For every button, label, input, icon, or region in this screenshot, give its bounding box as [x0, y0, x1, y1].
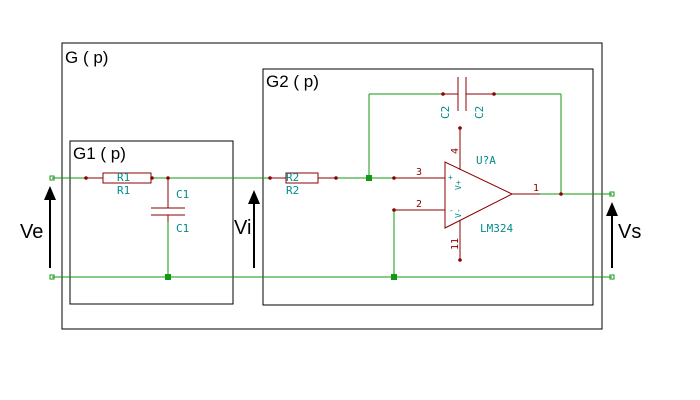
- terminal-out-bottom: [609, 274, 615, 280]
- r1-ref-label: R1: [117, 171, 130, 184]
- terminal-in-top: [49, 175, 55, 181]
- r1-value-label: R1: [117, 184, 130, 197]
- pin-4-label: 4: [450, 148, 461, 154]
- signal-vs-label: Vs: [618, 221, 641, 243]
- r2-value-label: R2: [286, 184, 299, 197]
- junction-ground-c1: [165, 274, 171, 280]
- wires: [52, 93, 612, 278]
- capacitor-c2: [441, 77, 496, 111]
- block-g-outer-label: G ( p): [65, 48, 108, 67]
- c1-value-label: C1: [176, 222, 189, 235]
- block-g-outer: [61, 42, 603, 330]
- capacitor-c1: [151, 176, 185, 222]
- resistor-r1: [84, 172, 154, 184]
- opamp-ref-label: U?A: [476, 154, 496, 167]
- block-g2-label: G2 ( p): [266, 72, 319, 91]
- block-g1: [69, 140, 234, 305]
- pin-2-label: 2: [416, 199, 422, 210]
- block-g1-label: G1 ( p): [73, 144, 126, 163]
- arrow-ve-icon: [44, 186, 56, 268]
- resistor-r2: [268, 172, 338, 184]
- arrow-vs-icon: [606, 202, 618, 268]
- plus-sign: +: [448, 173, 453, 182]
- c2-ref-label: C2: [439, 106, 452, 119]
- pin-1-label: 1: [533, 183, 539, 194]
- r2-ref-label: R2: [286, 171, 299, 184]
- terminal-in-bottom: [49, 274, 55, 280]
- opamp-u7a: [392, 126, 563, 262]
- terminal-out-top: [609, 191, 615, 197]
- junction-ground-inv: [391, 274, 397, 280]
- junction-vi-node: [366, 175, 372, 181]
- arrow-vi-icon: [248, 190, 260, 268]
- opamp-value-label: LM324: [480, 222, 513, 235]
- pin-3-label: 3: [416, 167, 422, 178]
- vminus-label: V-: [454, 208, 463, 218]
- minus-sign: -: [449, 206, 454, 215]
- signal-ve-label: Ve: [20, 221, 43, 243]
- pin-11-label: 11: [450, 238, 461, 250]
- c2-value-label: C2: [473, 106, 486, 119]
- block-g2: [262, 68, 594, 306]
- signal-vi-label: Vi: [234, 217, 251, 239]
- c1-ref-label: C1: [176, 188, 189, 201]
- vplus-label: V+: [454, 180, 463, 190]
